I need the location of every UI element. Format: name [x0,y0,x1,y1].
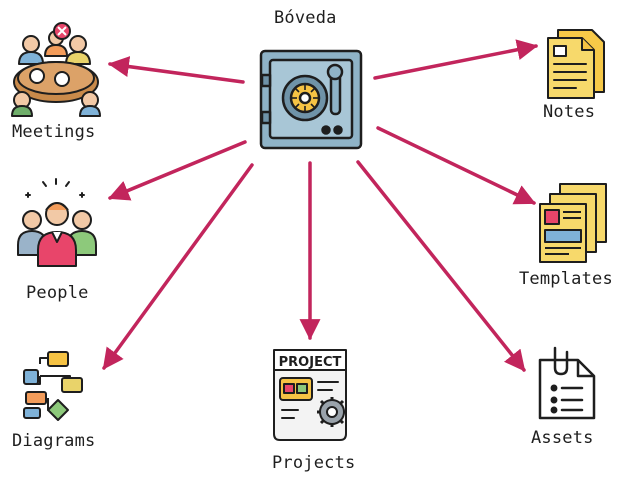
node-label-notes: Notes [543,102,596,122]
arrow-to-assets [356,160,526,372]
project-document-gear-icon: PROJECT [273,349,347,441]
flowchart-icon [23,351,83,421]
node-label-assets: Assets [531,428,594,448]
arrow-to-diagrams [102,163,254,370]
arrow-to-people [108,140,247,201]
center-label-boveda: Bóveda [274,8,337,28]
arrows [102,39,539,372]
node-label-meetings: Meetings [12,122,96,142]
project-sign-text: PROJECT [279,355,342,370]
meeting-table-icon [11,22,101,117]
people-group-icon [17,178,97,267]
template-pages-icon [539,183,607,263]
node-label-projects: Projects [272,453,356,473]
vault-safe-icon [259,49,363,150]
arrow-to-notes [373,39,539,80]
arrow-to-templates [376,126,536,205]
node-label-templates: Templates [519,269,613,289]
node-label-people: People [26,283,89,303]
notes-document-icon [547,29,605,99]
arrow-to-meetings [107,56,245,84]
clipboard-list-icon [538,346,596,420]
node-label-diagrams: Diagrams [12,431,96,451]
